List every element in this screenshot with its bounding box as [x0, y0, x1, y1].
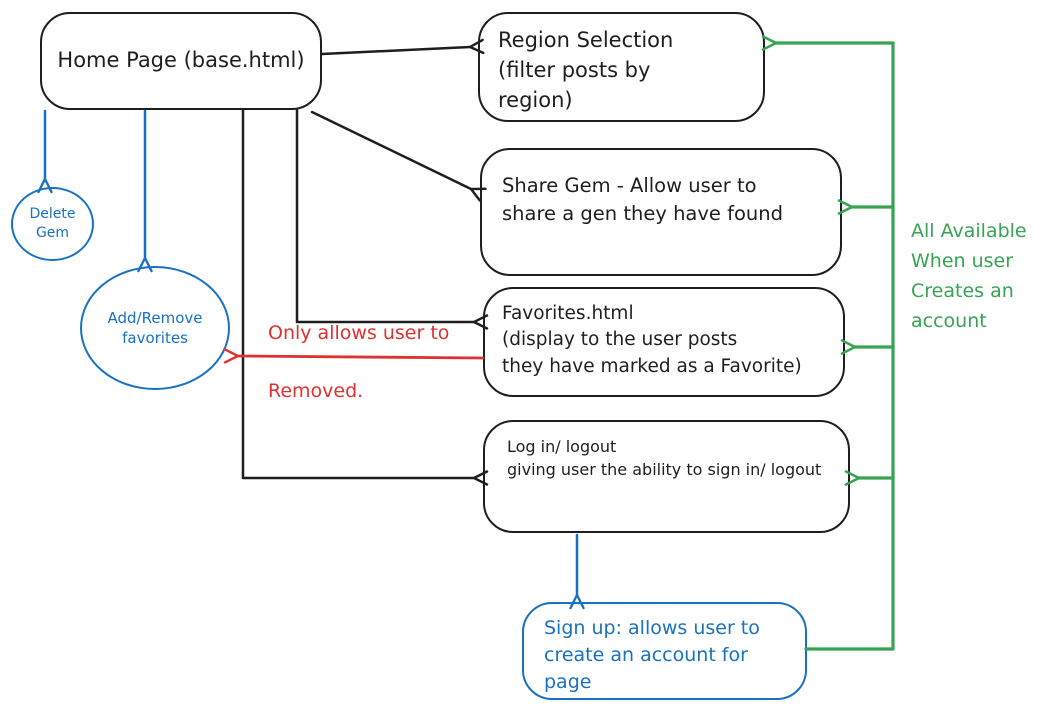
restriction-note-line1: Only allows user to	[268, 322, 450, 344]
node-sign-up-label: Sign up: allows user to create an accoun…	[544, 617, 760, 693]
node-login-logout-label: Log in/ logout giving user the ability t…	[507, 437, 822, 479]
node-add-remove-favorites-label: Add/Remove favorites	[107, 308, 203, 347]
arrow-home-to-login	[241, 108, 489, 486]
node-add-remove-favorites: Add/Remove favorites	[80, 266, 230, 390]
node-home-page-label: Home Page (base.html)	[57, 48, 305, 73]
arrow-home-to-share	[310, 110, 487, 202]
arrow-home-to-region	[320, 38, 485, 56]
arrow-home-to-favorites	[295, 108, 489, 330]
node-share-gem-label: Share Gem - Allow user to share a gen th…	[502, 174, 784, 225]
node-share-gem: Share Gem - Allow user to share a gen th…	[480, 148, 842, 276]
node-favorites-label: Favorites.html (display to the user post…	[502, 303, 802, 377]
node-favorites: Favorites.html (display to the user post…	[483, 287, 845, 397]
node-home-page: Home Page (base.html)	[40, 12, 322, 110]
availability-note: All Available When user Creates an accou…	[911, 220, 1027, 333]
node-sign-up: Sign up: allows user to create an accoun…	[522, 602, 807, 700]
node-delete-gem-label: Delete Gem	[29, 206, 76, 241]
restriction-note-line2: Removed.	[268, 380, 364, 402]
node-region-selection: Region Selection (filter posts by region…	[478, 12, 765, 122]
node-region-selection-label: Region Selection (filter posts by region…	[498, 28, 674, 112]
node-delete-gem: Delete Gem	[11, 187, 94, 261]
arrow-favorites-to-add-remove	[223, 348, 485, 364]
node-login-logout: Log in/ logout giving user the ability t…	[483, 420, 850, 533]
